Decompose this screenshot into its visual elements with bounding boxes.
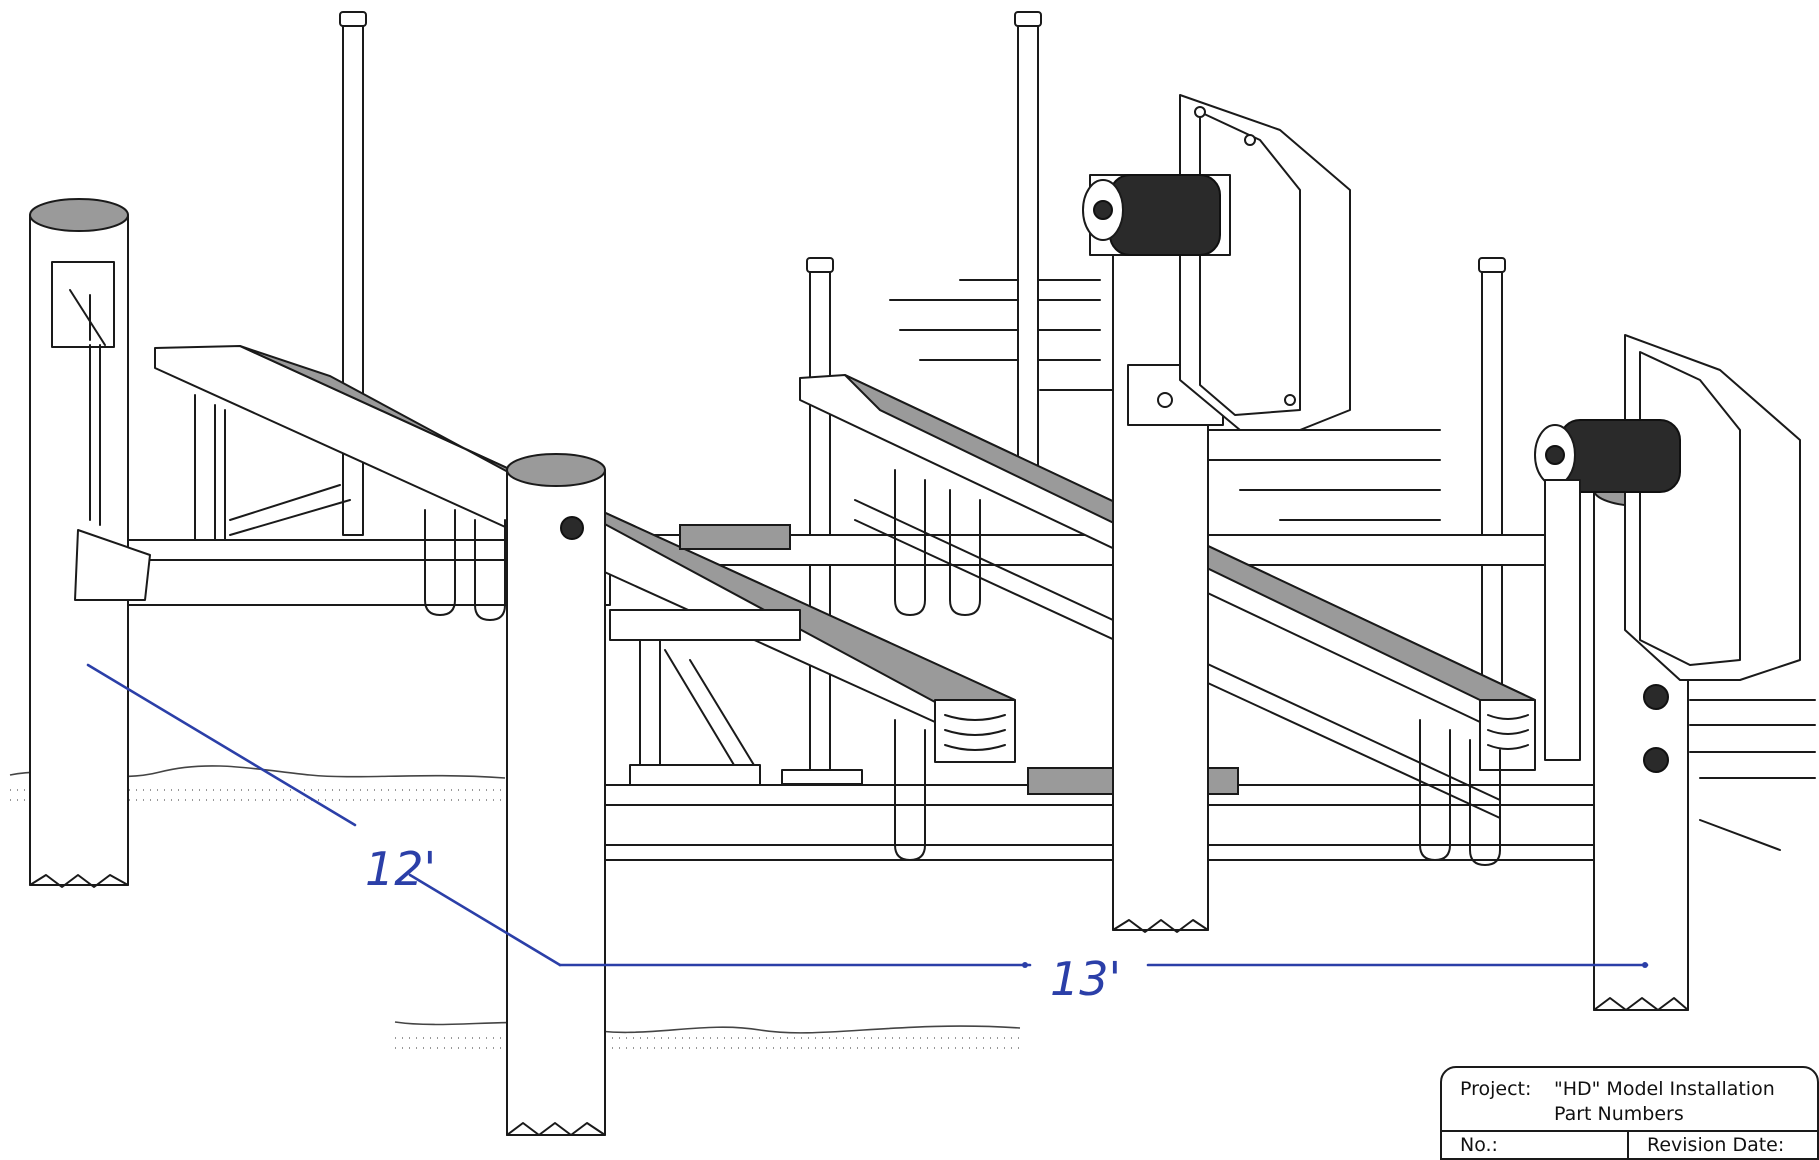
lower-cross-beam-front — [604, 784, 1596, 861]
project-label: Project: — [1460, 1078, 1532, 1100]
project-subtitle: Part Numbers — [1554, 1103, 1684, 1125]
step-board-back — [679, 524, 791, 550]
guide-pole-center-back — [1014, 11, 1042, 486]
dimension-label-depth: 12' — [365, 842, 436, 896]
dimension-line-width — [558, 962, 1649, 968]
title-block: Project: "HD" Model Installation Part Nu… — [1440, 1066, 1819, 1160]
piling-center-front — [506, 453, 606, 1136]
number-label: No.: — [1460, 1134, 1498, 1156]
title-block-vertical-divider — [1627, 1130, 1629, 1158]
guide-pole-right — [1478, 257, 1506, 733]
revision-date-label: Revision Date: — [1647, 1134, 1785, 1156]
winch-assembly-right — [1534, 334, 1801, 761]
winch-assembly-center — [1082, 94, 1351, 431]
water-surface-front — [394, 1021, 1021, 1049]
bunk-support-left — [194, 394, 801, 786]
piling-left — [29, 198, 151, 888]
u-bolts — [424, 469, 1501, 866]
title-block-divider — [1442, 1130, 1817, 1132]
guide-pole-center-front — [781, 257, 863, 803]
dimension-label-width: 13' — [1050, 952, 1121, 1006]
dimension-line-depth — [86, 663, 562, 967]
project-name: "HD" Model Installation — [1554, 1078, 1775, 1100]
